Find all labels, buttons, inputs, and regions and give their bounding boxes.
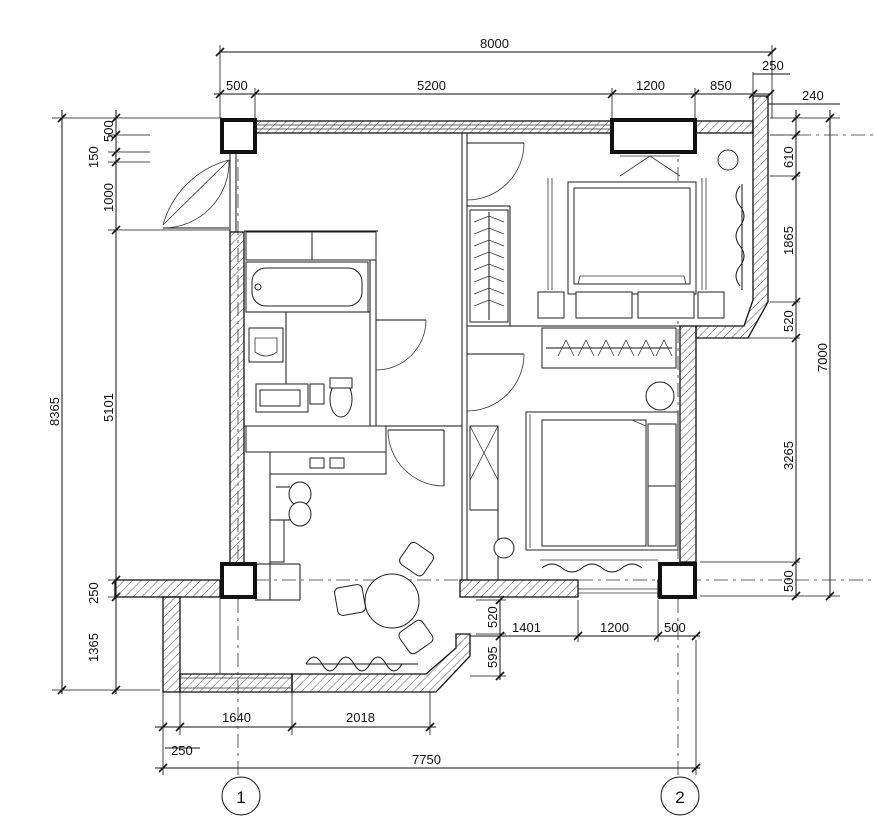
dim-top-right-offset: 250 [762, 58, 784, 73]
axis-marker-1: 1 [221, 776, 261, 816]
dim-right-seg-4: 3265 [781, 441, 796, 470]
bedroom-1 [469, 149, 745, 323]
axis-marker-2: 2 [660, 776, 700, 816]
dim-bottom-seg-3: 2018 [346, 710, 375, 725]
dim-right-offset: 240 [802, 88, 824, 103]
dim-left-seg-5: 250 [86, 582, 101, 604]
windows [180, 124, 612, 689]
dim-right-seg-2: 1865 [781, 226, 796, 255]
axis-label-2: 2 [675, 788, 684, 807]
dim-inner-seg-5: 500 [664, 620, 686, 635]
dim-inner-seg-4: 1200 [600, 620, 629, 635]
dim-right-seg-1: 610 [781, 146, 796, 168]
axis-label-1: 1 [236, 788, 245, 807]
dining-area [219, 541, 435, 674]
bedroom-2 [469, 327, 679, 594]
top-dimensions: 8000 500 5200 1200 850 250 [214, 36, 790, 118]
walls [114, 95, 769, 693]
inner-dimensions: 520 595 1401 1200 500 [470, 595, 701, 681]
dim-left-seg-6: 1365 [86, 633, 101, 662]
columns [220, 118, 697, 599]
bottom-dimensions: 250 1640 2018 7750 [155, 640, 701, 775]
left-dimensions: 8365 500 150 1000 5101 250 1365 [47, 110, 230, 695]
dim-left-seg-3: 1000 [101, 183, 116, 212]
bathroom [245, 261, 370, 418]
doors [162, 142, 525, 487]
dim-left-seg-1: 500 [101, 120, 116, 142]
dim-top-seg-3: 1200 [636, 78, 665, 93]
dim-inner-seg-2: 595 [485, 646, 500, 668]
dim-right-seg-3: 520 [781, 310, 796, 332]
dim-top-overall: 8000 [480, 36, 509, 51]
dim-left-overall: 8365 [47, 397, 62, 426]
dim-bottom-seg-1: 250 [171, 743, 193, 758]
dim-top-seg-2: 5200 [417, 78, 446, 93]
dim-bottom-seg-2: 1640 [222, 710, 251, 725]
dim-bottom-overall: 7750 [412, 752, 441, 767]
dim-right-seg-5: 500 [781, 570, 796, 592]
dim-right-overall: 7000 [815, 343, 830, 372]
dim-top-seg-4: 850 [710, 78, 732, 93]
dim-top-seg-1: 500 [226, 78, 248, 93]
dim-inner-seg-1: 520 [485, 606, 500, 628]
kitchen [245, 231, 387, 601]
dim-left-seg-2: 150 [86, 146, 101, 168]
axis-lines [120, 134, 874, 780]
dim-inner-seg-3: 1401 [512, 620, 541, 635]
dim-left-seg-4: 5101 [101, 393, 116, 422]
